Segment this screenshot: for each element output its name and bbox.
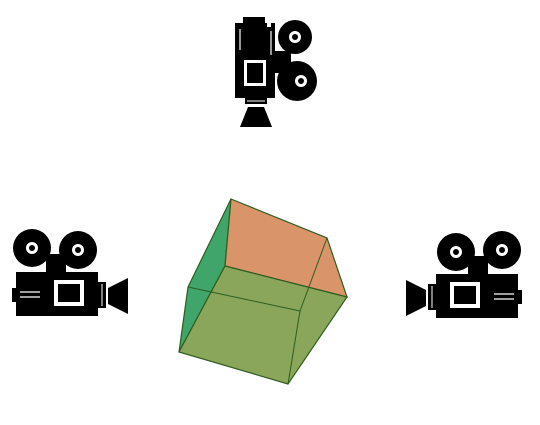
top-film-camera-icon — [225, 15, 320, 133]
left-film-camera-icon — [10, 228, 132, 320]
right-film-camera-icon — [402, 230, 524, 322]
